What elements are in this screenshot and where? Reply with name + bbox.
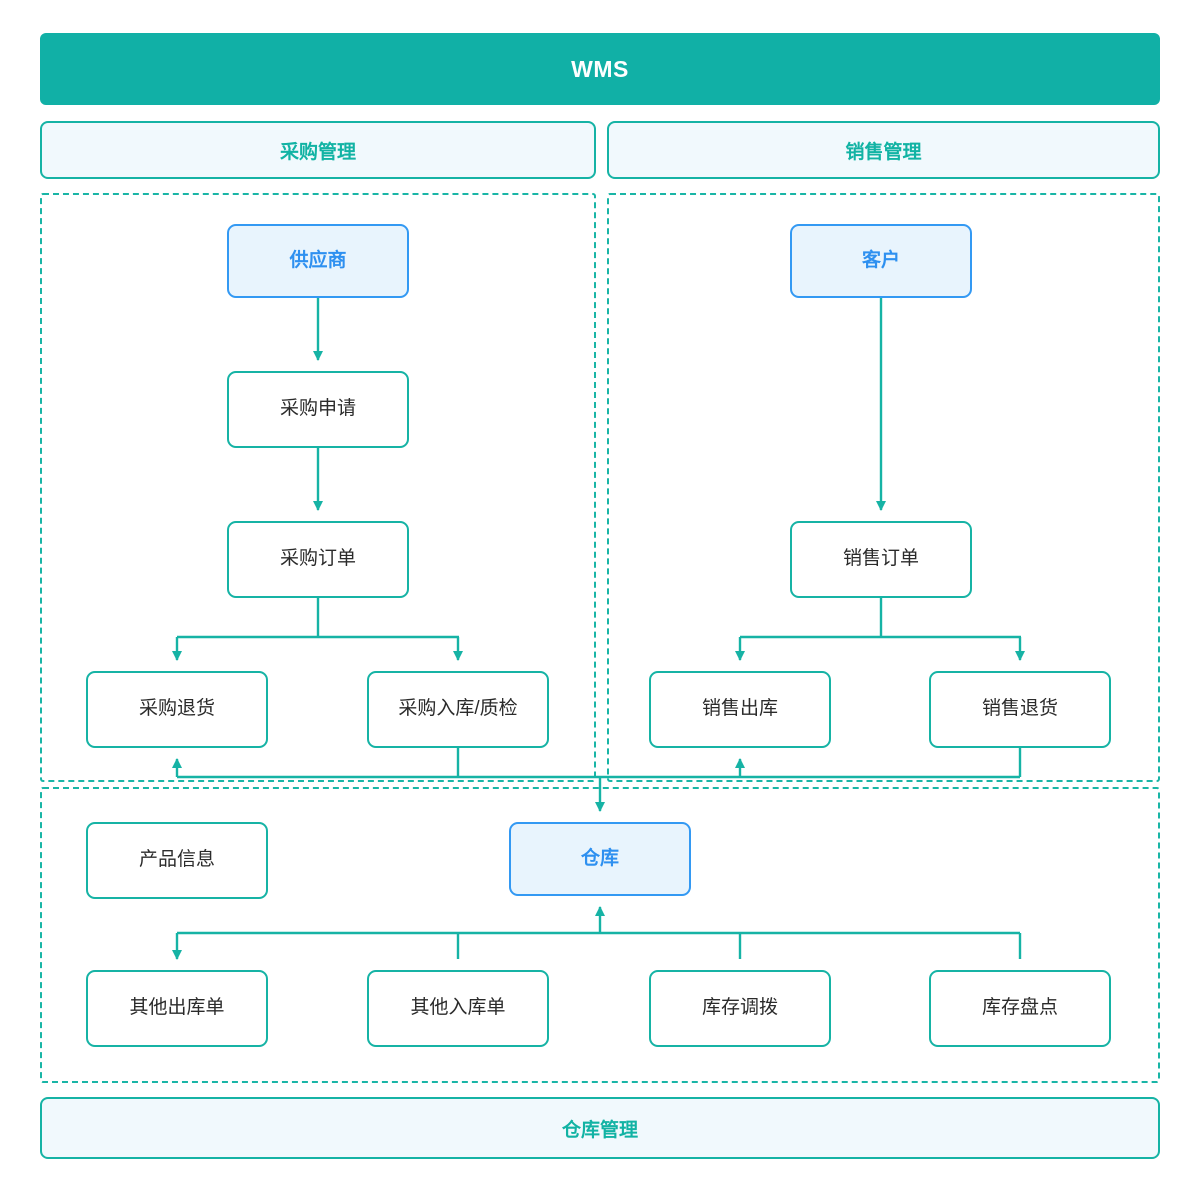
group-container-sales — [607, 193, 1160, 782]
node-purchase-request-label: 采购申请 — [279, 398, 356, 420]
node-stock-count[interactable]: 库存盘点 — [929, 970, 1111, 1047]
node-other-inbound-label: 其他入库单 — [410, 997, 506, 1019]
node-purchase-request[interactable]: 采购申请 — [227, 371, 409, 448]
node-warehouse-label: 仓库 — [580, 847, 619, 869]
node-supplier-label: 供应商 — [289, 249, 347, 271]
node-other-inbound[interactable]: 其他入库单 — [367, 970, 549, 1047]
node-product-info-label: 产品信息 — [138, 849, 215, 871]
node-stock-count-label: 库存盘点 — [981, 997, 1058, 1019]
node-purchase-order[interactable]: 采购订单 — [227, 521, 409, 598]
node-sales-outbound-label: 销售出库 — [701, 698, 778, 720]
node-customer[interactable]: 客户 — [790, 224, 972, 298]
node-other-outbound[interactable]: 其他出库单 — [86, 970, 268, 1047]
node-sales-order-label: 销售订单 — [842, 548, 919, 570]
node-product-info[interactable]: 产品信息 — [86, 822, 268, 899]
section-header-sales[interactable]: 销售管理 — [607, 121, 1160, 179]
node-purchase-inbound-label: 采购入库/质检 — [398, 698, 518, 720]
node-stock-transfer-label: 库存调拨 — [701, 997, 778, 1019]
diagram-title-bar: WMS — [40, 33, 1160, 105]
node-purchase-return-label: 采购退货 — [138, 698, 215, 720]
node-stock-transfer[interactable]: 库存调拨 — [649, 970, 831, 1047]
section-header-purchase[interactable]: 采购管理 — [40, 121, 596, 179]
diagram-title: WMS — [571, 55, 629, 82]
section-header-warehouse-label: 仓库管理 — [561, 1119, 638, 1141]
node-supplier[interactable]: 供应商 — [227, 224, 409, 298]
node-purchase-inbound[interactable]: 采购入库/质检 — [367, 671, 549, 748]
node-warehouse[interactable]: 仓库 — [509, 822, 691, 896]
group-container-purchase — [40, 193, 596, 782]
section-header-sales-label: 销售管理 — [845, 141, 922, 163]
node-other-outbound-label: 其他出库单 — [129, 997, 225, 1019]
node-purchase-order-label: 采购订单 — [279, 548, 356, 570]
node-sales-return-label: 销售退货 — [981, 698, 1058, 720]
node-purchase-return[interactable]: 采购退货 — [86, 671, 268, 748]
section-header-purchase-label: 采购管理 — [279, 141, 356, 163]
node-sales-outbound[interactable]: 销售出库 — [649, 671, 831, 748]
node-sales-return[interactable]: 销售退货 — [929, 671, 1111, 748]
node-sales-order[interactable]: 销售订单 — [790, 521, 972, 598]
node-customer-label: 客户 — [861, 249, 900, 271]
section-header-warehouse[interactable]: 仓库管理 — [40, 1097, 1160, 1159]
